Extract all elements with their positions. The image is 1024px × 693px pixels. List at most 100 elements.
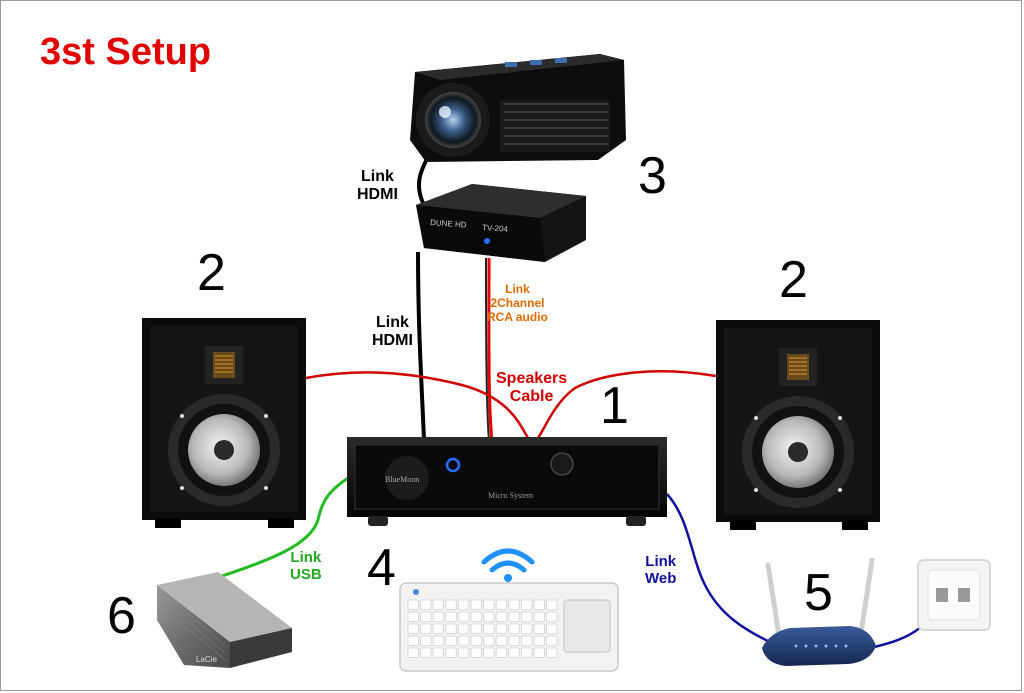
- speaker-cable-left: [305, 371, 530, 439]
- keyboard-key: [546, 623, 558, 634]
- keyboard-key: [483, 599, 495, 610]
- keyboard-key: [407, 611, 419, 622]
- label-number-speaker-right: 2: [779, 251, 808, 309]
- media-player-icon: DUNE HD TV-204: [416, 184, 586, 262]
- wifi-icon: [481, 548, 535, 582]
- link-label-line: HDMI: [357, 186, 398, 204]
- keyboard-key: [420, 599, 432, 610]
- keyboard-key: [445, 623, 457, 634]
- keyboard-key: [470, 635, 482, 646]
- link-label-line: Link: [361, 168, 394, 185]
- keyboard-key: [457, 647, 470, 658]
- projector-icon: [410, 54, 626, 162]
- amplifier-brand: BlueMoon: [385, 475, 419, 484]
- keyboard-key: [432, 635, 445, 646]
- media-player-model: TV-204: [482, 223, 509, 234]
- label-number-router: 5: [804, 564, 833, 622]
- keyboard-key: [445, 599, 457, 610]
- keyboard-key: [432, 611, 445, 622]
- speaker-icon: [142, 318, 306, 528]
- keyboard-key: [483, 635, 495, 646]
- keyboard-key: [457, 599, 470, 610]
- link-label-hdmi-bottom: Link HDMI: [372, 314, 413, 351]
- amplifier-model: Micro System: [488, 491, 534, 500]
- link-label-line: Link: [645, 553, 677, 570]
- keyboard-key: [546, 611, 558, 622]
- keyboard-key: [407, 647, 419, 658]
- keyboard-key: [420, 611, 432, 622]
- speaker-icon: [716, 320, 880, 530]
- keyboard-key: [407, 623, 419, 634]
- label-number-keyboard: 4: [367, 539, 396, 597]
- link-label-line: Speakers: [496, 370, 568, 387]
- label-number-speaker-left: 2: [197, 244, 226, 302]
- link-label-line: Link: [505, 282, 530, 296]
- keyboard-key: [457, 611, 470, 622]
- keyboard-key: [495, 635, 508, 646]
- rca-audio-cable: [487, 257, 494, 443]
- keyboard-key: [470, 623, 482, 634]
- keyboard-key: [546, 635, 558, 646]
- keyboard-key: [495, 599, 508, 610]
- keyboard-key: [432, 647, 445, 658]
- link-label-rca: Link 2Channel RCA audio: [487, 282, 548, 324]
- keyboard-key: [533, 599, 545, 610]
- keyboard-key: [546, 647, 558, 658]
- keyboard-key: [521, 611, 533, 622]
- link-label-speakers: Speakers Cable: [496, 370, 567, 407]
- hdmi-cable-amplifier: [416, 251, 426, 441]
- keyboard-key: [508, 647, 520, 658]
- hard-drive-brand: LaCie: [196, 655, 217, 664]
- keyboard-key: [533, 635, 545, 646]
- keyboard-key: [432, 599, 445, 610]
- keyboard-key: [483, 623, 495, 634]
- keyboard-key: [407, 599, 419, 610]
- amplifier-icon: BlueMoon Micro System: [347, 437, 667, 526]
- keyboard-key: [445, 611, 457, 622]
- web-cable: [666, 493, 771, 644]
- link-label-usb: Link USB: [290, 549, 322, 584]
- keyboard-key: [508, 611, 520, 622]
- diagram-title: 3st Setup: [40, 31, 212, 73]
- keyboard-key: [495, 611, 508, 622]
- link-label-line: HDMI: [372, 332, 413, 350]
- speaker-cable-right: [536, 370, 717, 439]
- link-label-line: RCA audio: [487, 309, 548, 324]
- label-number-amplifier: 1: [600, 377, 629, 435]
- keyboard-key: [508, 623, 520, 634]
- keyboard-key: [470, 599, 482, 610]
- keyboard-key: [508, 599, 520, 610]
- keyboard-key: [533, 611, 545, 622]
- keyboard-key: [420, 623, 432, 634]
- usb-cable: [221, 476, 349, 578]
- keyboard-key: [407, 635, 419, 646]
- keyboard-key: [521, 635, 533, 646]
- label-number-hard-drive: 6: [107, 587, 136, 645]
- keyboard-key: [483, 647, 495, 658]
- keyboard-key: [483, 611, 495, 622]
- keyboard-key: [508, 635, 520, 646]
- link-label-web: Link Web: [645, 553, 676, 588]
- media-player-brand: DUNE HD: [430, 218, 467, 230]
- link-label-line: USB: [290, 566, 322, 584]
- router-icon: [762, 557, 876, 666]
- keyboard-key: [445, 647, 457, 658]
- keyboard-key: [420, 635, 432, 646]
- link-label-line: Link: [290, 549, 322, 566]
- keyboard-key: [470, 647, 482, 658]
- keyboard-key: [457, 635, 470, 646]
- hard-drive-icon: LaCie: [157, 572, 292, 668]
- link-label-line: Web: [645, 570, 677, 588]
- keyboard-key: [521, 647, 533, 658]
- keyboard-icon: [399, 582, 619, 672]
- wall-socket-icon: [917, 559, 991, 631]
- keyboard-key: [457, 623, 470, 634]
- link-label-line: Cable: [509, 388, 554, 406]
- keyboard-key: [495, 647, 508, 658]
- keyboard-key: [470, 611, 482, 622]
- keyboard-key: [533, 623, 545, 634]
- keyboard-key: [420, 647, 432, 658]
